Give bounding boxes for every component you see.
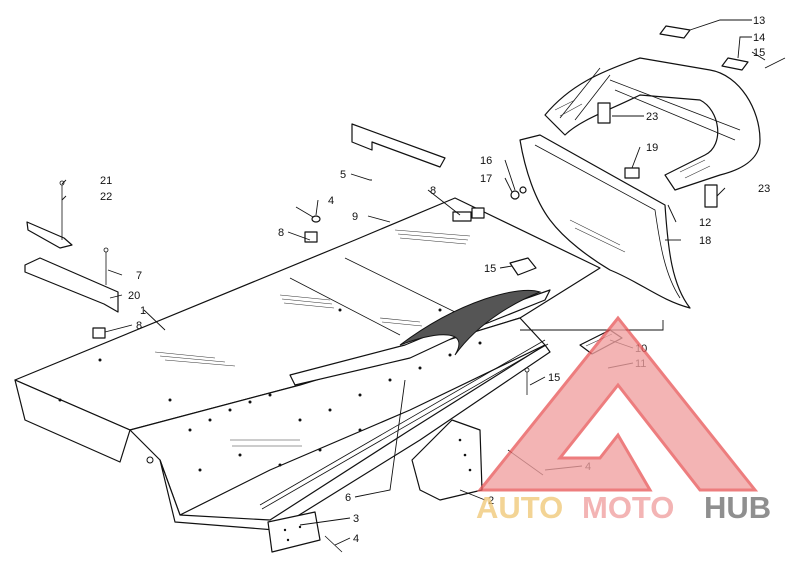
rivet-holes — [58, 210, 482, 472]
snowflap — [519, 134, 691, 309]
callout-12: 12 — [699, 217, 711, 229]
callout-13: 13 — [753, 15, 765, 27]
bracket-lower-left — [24, 257, 119, 313]
callout-23-upper: 23 — [646, 111, 658, 123]
automotohub-watermark: AUTO MOTO HUB — [476, 315, 771, 525]
callout-2: 2 — [488, 495, 494, 507]
callout-1: 1 — [140, 305, 146, 317]
bushing-8-right — [471, 207, 485, 219]
tunnel-graphic — [399, 289, 542, 356]
hinge-bracket-19 — [624, 167, 640, 179]
watermark-text-auto: AUTO — [476, 490, 563, 525]
callout-22: 22 — [100, 191, 112, 203]
clip-23-lower — [704, 184, 718, 208]
callout-17: 17 — [480, 173, 492, 185]
callout-15-rear: 15 — [753, 47, 765, 59]
grommet-15 — [509, 257, 537, 276]
callout-16: 16 — [480, 155, 492, 167]
fastener-4-top — [311, 215, 321, 223]
callout-8-left: 8 — [136, 320, 142, 332]
tunnel-bottom-rail — [159, 344, 551, 531]
watermark-logo-triangle — [476, 315, 759, 492]
bushing-8-left — [92, 327, 106, 339]
callout-20: 20 — [128, 290, 140, 302]
guide-rod — [259, 339, 546, 506]
watermark-text-moto: MOTO — [582, 490, 674, 525]
callout-labels: 13 14 15 23 19 23 12 18 16 17 15 10 11 1… — [100, 15, 770, 545]
reinforcement-strip — [351, 123, 446, 168]
callout-9: 9 — [352, 211, 358, 223]
callout-15-low: 15 — [548, 372, 560, 384]
callout-3: 3 — [353, 513, 359, 525]
callout-19: 19 — [646, 142, 658, 154]
callout-23-lower: 23 — [758, 183, 770, 195]
callout-8-center: 8 — [278, 227, 284, 239]
bracket-upper-left — [26, 221, 73, 249]
callout-5: 5 — [340, 169, 346, 181]
callout-4-top: 4 — [328, 195, 334, 207]
identification-plate — [267, 511, 321, 553]
tunnel-side-left — [14, 379, 131, 463]
callout-21: 21 — [100, 175, 112, 187]
callout-8-right: 8 — [430, 185, 436, 197]
callout-18: 18 — [699, 235, 711, 247]
bushing-8-center — [304, 231, 318, 243]
rear-bumper-assembly — [544, 57, 761, 191]
callout-4-bottom: 4 — [353, 533, 359, 545]
callout-7: 7 — [136, 270, 142, 282]
clip-8-top — [452, 211, 472, 222]
tunnel-assembly — [14, 197, 601, 531]
cap-13 — [659, 25, 691, 39]
callout-14: 14 — [753, 32, 765, 44]
washer-16-17 — [510, 190, 520, 200]
callout-15-mid: 15 — [484, 263, 496, 275]
callout-6: 6 — [345, 492, 351, 504]
clip-23-upper — [597, 102, 611, 124]
cap-14 — [721, 57, 749, 71]
watermark-text-hub: HUB — [704, 490, 771, 525]
